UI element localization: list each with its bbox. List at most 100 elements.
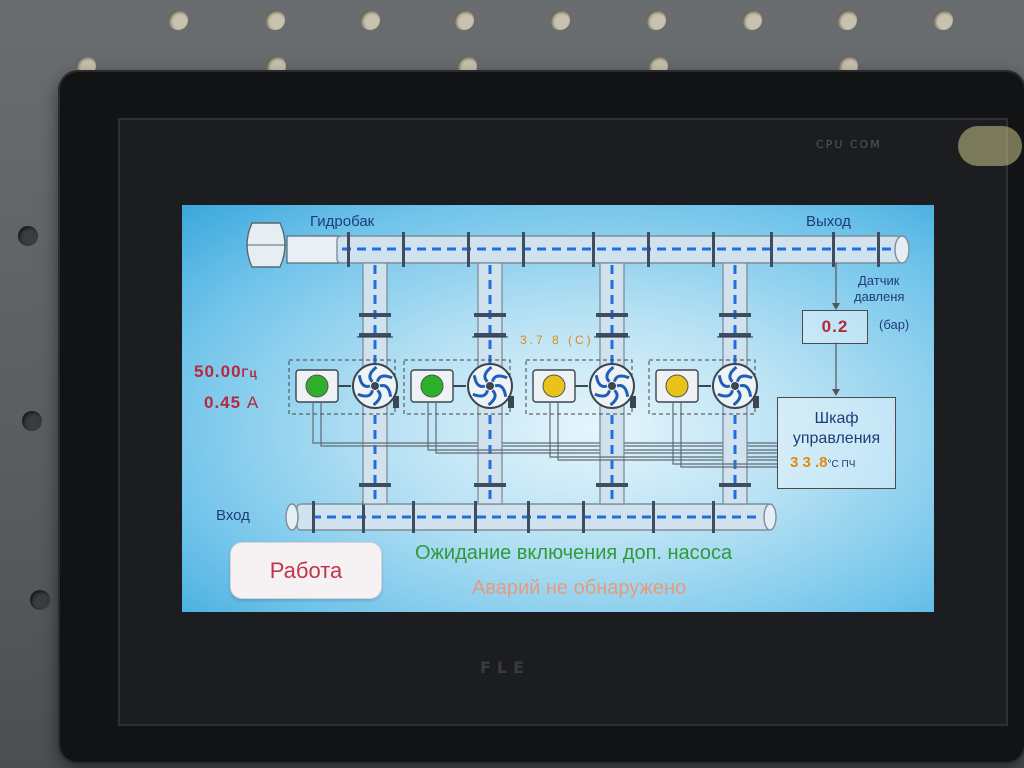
impeller-hub xyxy=(731,382,739,390)
flange xyxy=(474,483,506,487)
plate-hole xyxy=(266,56,286,76)
pump-foot xyxy=(508,396,514,408)
flange xyxy=(832,232,835,267)
pump-foot xyxy=(630,396,636,408)
alarm-status-message: Аварий не обнаружено xyxy=(472,577,687,599)
pressure-unit: (бар) xyxy=(879,317,910,332)
bezel-brand-logo: FLE xyxy=(480,658,531,677)
flange xyxy=(347,232,350,267)
impeller-blade xyxy=(472,375,486,388)
tank-neck xyxy=(286,235,340,264)
flange xyxy=(402,232,405,267)
plate-hole xyxy=(742,10,762,30)
impeller-hub xyxy=(608,382,616,390)
impeller-blade xyxy=(717,375,731,388)
work-mode-button[interactable]: Работа xyxy=(230,542,382,599)
frequency-value: 50.00Гц xyxy=(194,362,258,381)
signal-cable xyxy=(672,402,777,465)
plate-hole xyxy=(837,10,857,30)
inlet-pipe-end xyxy=(285,503,299,531)
impeller-blade xyxy=(376,374,393,383)
signal-cable xyxy=(549,402,777,458)
flange xyxy=(596,313,628,317)
flange xyxy=(412,501,415,533)
outlet-pipe-end xyxy=(894,235,910,264)
status-led xyxy=(958,126,1022,166)
flange xyxy=(467,232,470,267)
impeller-blade xyxy=(609,389,619,407)
flange xyxy=(359,313,391,317)
pressure-value: 0.2 xyxy=(821,317,849,336)
flange xyxy=(474,501,477,533)
plate-hole xyxy=(22,411,42,431)
plate-hole xyxy=(454,10,474,30)
cabinet-label-2: управления xyxy=(792,430,881,447)
impeller-blade xyxy=(594,389,611,398)
flange xyxy=(362,501,365,533)
plate-hole xyxy=(360,10,380,30)
flange xyxy=(719,483,751,487)
flange xyxy=(877,232,880,267)
flange xyxy=(770,232,773,267)
arrow-icon xyxy=(832,303,840,310)
flange xyxy=(719,313,751,317)
flange xyxy=(712,232,715,267)
plate-hole xyxy=(168,10,188,30)
plate-hole xyxy=(18,226,38,246)
pressure-display: 0.2 xyxy=(802,310,868,344)
flange xyxy=(592,232,595,267)
tank-label: Гидробак xyxy=(310,213,375,230)
flange xyxy=(522,232,525,267)
impeller-blade xyxy=(494,384,508,397)
impeller-blade xyxy=(732,389,742,407)
flange xyxy=(359,483,391,487)
flange xyxy=(474,313,506,317)
impeller-blade xyxy=(605,365,615,383)
plate-hole xyxy=(76,56,96,76)
flange xyxy=(359,333,391,337)
bezel-port-label: CPU COM xyxy=(816,138,882,151)
impeller-blade xyxy=(594,375,608,388)
impeller-blade xyxy=(372,389,382,407)
plate-hole xyxy=(648,56,668,76)
impeller-hub xyxy=(371,382,379,390)
arrow-icon xyxy=(832,389,840,396)
flange xyxy=(596,333,628,337)
signal-cable xyxy=(320,402,777,447)
signal-cable xyxy=(435,402,777,454)
timer-value: 3.7 8 (C) xyxy=(520,333,594,347)
pressure-sensor-label-1: Датчик xyxy=(858,273,900,288)
cabinet-temperature: 3 3 .8°C ПЧ xyxy=(790,454,856,471)
impeller-blade xyxy=(357,389,374,398)
impeller-blade xyxy=(491,374,508,383)
flange xyxy=(312,501,315,533)
plate-hole xyxy=(550,10,570,30)
impeller-blade xyxy=(472,389,489,398)
signal-cable xyxy=(427,402,777,451)
pump-scheme xyxy=(246,222,910,533)
flange xyxy=(596,483,628,487)
cabinet-label-1: Шкаф xyxy=(814,410,859,427)
signal-cable xyxy=(557,402,777,461)
impeller-blade xyxy=(728,365,738,383)
flange xyxy=(527,501,530,533)
impeller-blade xyxy=(368,365,378,383)
pump-foot xyxy=(753,396,759,408)
pump-status-indicator xyxy=(305,374,329,398)
plate-hole xyxy=(457,56,477,76)
impeller-hub xyxy=(486,382,494,390)
plate-hole xyxy=(933,10,953,30)
flange xyxy=(719,333,751,337)
impeller-blade xyxy=(487,389,497,407)
plate-hole xyxy=(265,10,285,30)
current-value: 0.45 А xyxy=(204,393,260,412)
pump-foot xyxy=(393,396,399,408)
pump-status-indicator xyxy=(665,374,689,398)
plate-hole xyxy=(838,56,858,76)
hmi-screen: Гидробак Выход Вход Датчик давленя 0.2 (… xyxy=(182,205,934,612)
impeller-blade xyxy=(379,384,393,397)
pressure-sensor-label-2: давленя xyxy=(854,289,905,304)
flange xyxy=(647,232,650,267)
pump-status-indicator xyxy=(542,374,566,398)
plate-hole xyxy=(646,10,666,30)
